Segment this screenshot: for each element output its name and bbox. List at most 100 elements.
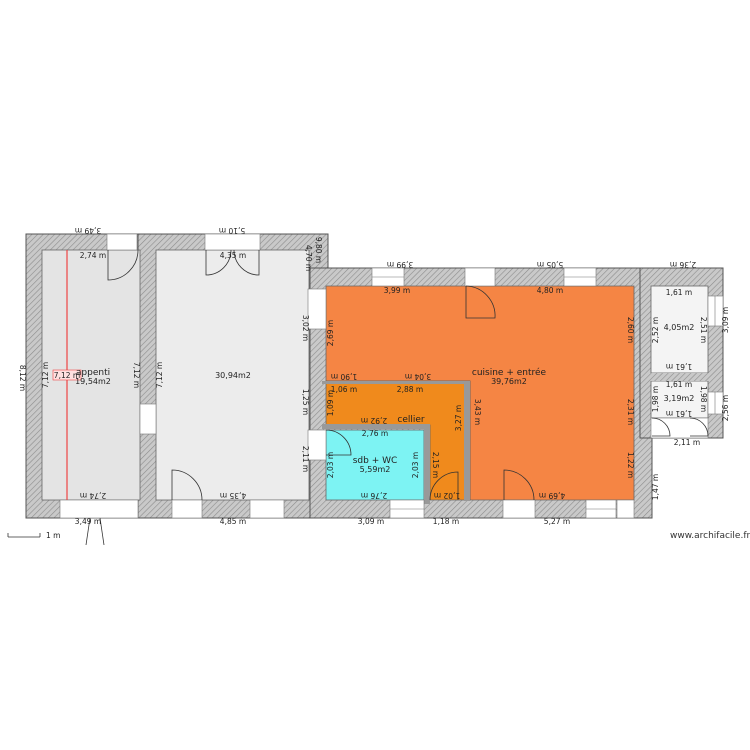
door-swing bbox=[651, 417, 671, 437]
room-area-annex-top: 4,05m2 bbox=[664, 323, 695, 332]
highlight-dim-badge bbox=[52, 369, 82, 381]
room-area-annex-bottom: 3,19m2 bbox=[664, 394, 695, 403]
opening bbox=[464, 267, 496, 287]
room-label-kitchen: cuisine + entrée bbox=[472, 367, 547, 378]
dim-label: 9,80 m bbox=[314, 237, 323, 263]
dim-label: 2,31 m bbox=[626, 399, 635, 425]
room-label-cellier: cellier bbox=[397, 415, 425, 425]
site-watermark[interactable]: www.archifacile.fr bbox=[670, 531, 750, 541]
partition-annex-mid bbox=[647, 373, 712, 381]
dim-label: 1,02 m bbox=[434, 491, 460, 500]
dim-label: 3,49 m bbox=[75, 226, 101, 235]
dim-label: 1,61 m bbox=[666, 409, 692, 418]
dim-label: 2,36 m bbox=[670, 260, 696, 269]
dim-label: 3,43 m bbox=[473, 399, 482, 425]
opening bbox=[307, 429, 327, 461]
opening bbox=[249, 499, 285, 519]
scale-bar-label: 1 m bbox=[46, 531, 60, 540]
dim-label: 7,12 m bbox=[132, 362, 141, 388]
dim-label: 3,02 m bbox=[301, 315, 310, 341]
dim-label: 2,11 m bbox=[301, 446, 310, 472]
dim-label: 1,25 m bbox=[301, 389, 310, 415]
room-annex-bottom bbox=[650, 380, 709, 419]
dim-label: 1,61 m bbox=[666, 380, 692, 389]
dim-label: 2,76 m bbox=[362, 429, 388, 438]
dim-label: 4,80 m bbox=[537, 286, 563, 295]
partition-sdb-right bbox=[424, 424, 430, 504]
dim-label: 2,15 m bbox=[431, 452, 440, 478]
dim-label: 3,09 m bbox=[358, 517, 384, 526]
partition-sdb-top bbox=[322, 424, 430, 429]
opening bbox=[59, 499, 139, 519]
dim-label: 8,12 m bbox=[18, 365, 27, 391]
dim-label: 7,12 m bbox=[41, 362, 50, 388]
room-sdb bbox=[325, 429, 425, 501]
dim-label: 2,03 m bbox=[326, 452, 335, 478]
dim-label: 2,51 m bbox=[699, 317, 708, 343]
opening bbox=[650, 417, 709, 439]
door-swing bbox=[465, 285, 496, 319]
dim-label: 3,27 m bbox=[454, 405, 463, 431]
door-swing bbox=[107, 249, 139, 281]
partition-kitchen-inner bbox=[464, 381, 470, 501]
dim-label: 4,35 m bbox=[220, 491, 246, 500]
door-swing bbox=[689, 417, 709, 437]
window bbox=[707, 295, 724, 327]
opening bbox=[139, 403, 157, 435]
room-label-sdb: sdb + WC bbox=[353, 456, 398, 466]
opening bbox=[502, 499, 536, 519]
opening bbox=[106, 233, 138, 251]
dim-label: 3,99 m bbox=[387, 260, 413, 269]
dim-label: 5,05 m bbox=[537, 260, 563, 269]
dim-label: 1,61 m bbox=[666, 288, 692, 297]
room-label-appentis: appenti bbox=[76, 368, 110, 378]
door-swing bbox=[233, 249, 260, 276]
dim-label: 2,11 m bbox=[674, 438, 700, 447]
opening bbox=[204, 233, 261, 251]
dim-label: 2,03 m bbox=[411, 452, 420, 478]
dim-label: 3,49 m bbox=[75, 517, 101, 526]
door-swing bbox=[171, 469, 203, 501]
dim-label: 3,04 m bbox=[405, 372, 431, 381]
dim-label: 4,35 m bbox=[220, 251, 246, 260]
dim-label: 2,56 m bbox=[721, 395, 730, 421]
dim-label: 4,69 m bbox=[539, 491, 565, 500]
door-swing bbox=[429, 471, 459, 501]
dim-label: 7,12 m bbox=[155, 362, 164, 388]
dim-label: 2,74 m bbox=[80, 491, 106, 500]
dim-label: 1,09 m bbox=[326, 390, 335, 416]
dim-label: 2,52 m bbox=[651, 317, 660, 343]
dim-label: 2,69 m bbox=[326, 320, 335, 346]
dim-label: 1,47 m bbox=[651, 474, 660, 500]
opening bbox=[616, 499, 635, 519]
window bbox=[707, 391, 724, 415]
dim-label: 3,99 m bbox=[384, 286, 410, 295]
dim-label: 2,60 m bbox=[626, 317, 635, 343]
partition-cellier-top bbox=[322, 381, 470, 384]
door-swing bbox=[85, 517, 91, 546]
dim-label: 2,74 m bbox=[80, 251, 106, 260]
dim-label: 2,76 m bbox=[361, 491, 387, 500]
dim-label: 1,06 m bbox=[331, 385, 357, 394]
door-swing bbox=[503, 469, 535, 501]
door-swing bbox=[325, 429, 352, 456]
room-area-main: 30,94m2 bbox=[215, 371, 251, 380]
dim-label: 5,27 m bbox=[544, 517, 570, 526]
room-area-kitchen: 39,76m2 bbox=[491, 377, 527, 386]
room-area-appentis: 19,54m2 bbox=[75, 377, 111, 386]
door-swing bbox=[205, 249, 232, 276]
dim-label: 4,85 m bbox=[220, 517, 246, 526]
dim-label: 3,09 m bbox=[721, 307, 730, 333]
dim-label: 1,22 m bbox=[626, 452, 635, 478]
dim-label: 4,70 m bbox=[304, 245, 313, 271]
dim-label: 1,90 m bbox=[331, 372, 357, 381]
dim-label: 1,18 m bbox=[433, 517, 459, 526]
dim-label: 2,92 m bbox=[361, 416, 387, 425]
dim-label: 2,88 m bbox=[397, 385, 423, 394]
opening bbox=[171, 499, 203, 519]
dim-label: 1,98 m bbox=[651, 386, 660, 412]
dim-label: 1,61 m bbox=[666, 362, 692, 371]
dim-label: 5,10 m bbox=[219, 226, 245, 235]
